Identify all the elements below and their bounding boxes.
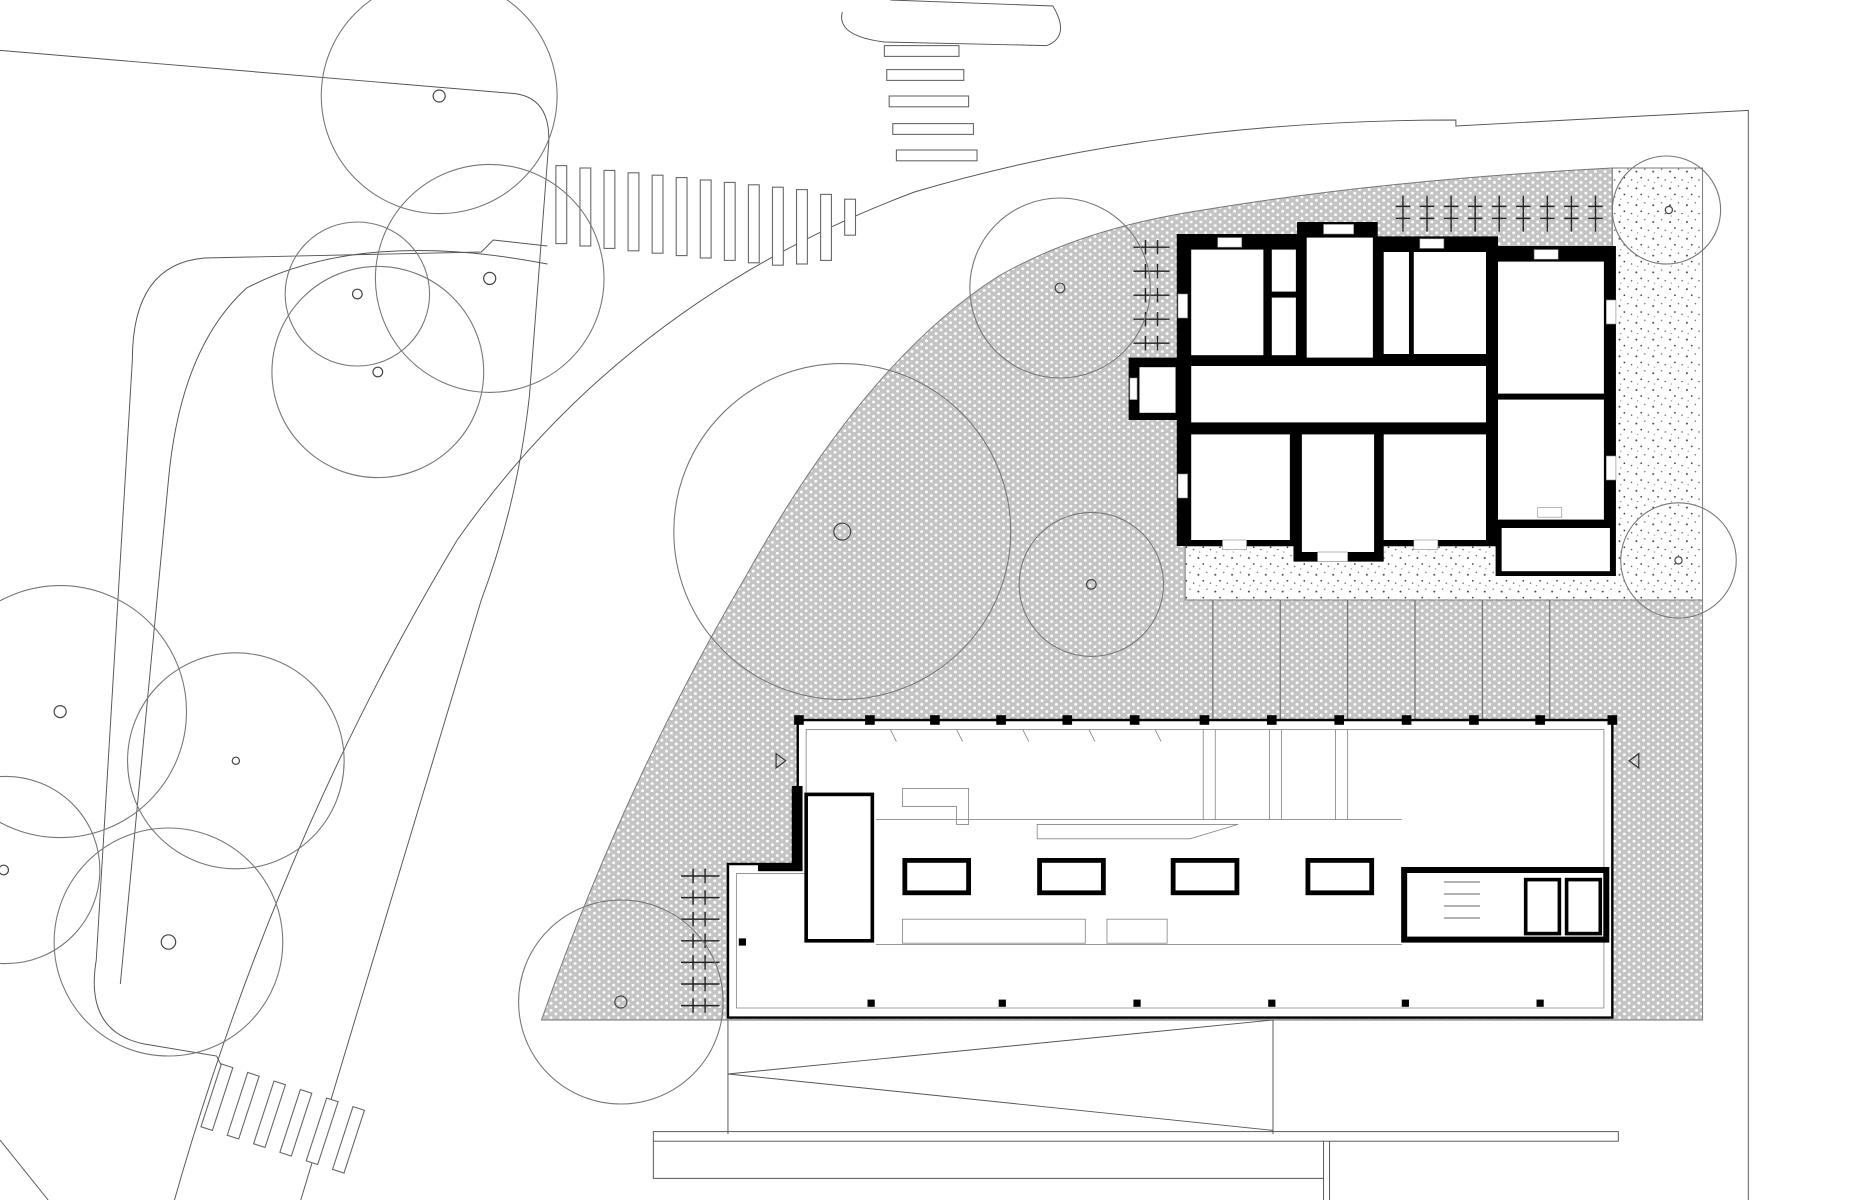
new-building bbox=[726, 715, 1640, 1019]
paving-joints bbox=[1212, 600, 1551, 720]
entrance-arrow-icon bbox=[775, 752, 787, 770]
tree-canopy-icon bbox=[0, 0, 1737, 1105]
shrub-icon bbox=[681, 195, 1603, 1013]
forecourt-lines bbox=[652, 1019, 1619, 1200]
crosswalk-south bbox=[200, 1063, 366, 1174]
crosswalk-top bbox=[555, 165, 857, 266]
entrance-arrow-icon bbox=[1628, 752, 1640, 770]
crosswalk-north bbox=[883, 45, 978, 162]
historic-building bbox=[1128, 222, 1617, 576]
road-lines bbox=[0, 0, 1749, 1200]
